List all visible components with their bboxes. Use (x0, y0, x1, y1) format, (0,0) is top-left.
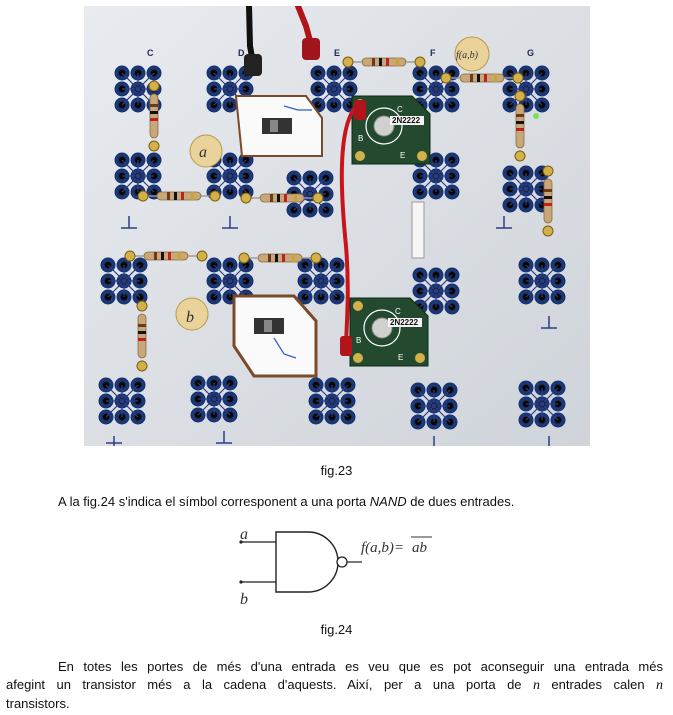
paragraph2-line2: afegint un transistor més a la cadena d'… (6, 676, 663, 695)
transistor-1-pin-e: E (400, 151, 405, 160)
paragraph2-line2-text: afegint un transistor més a la cadena d'… (6, 677, 533, 692)
nand-input-b-label: b (240, 591, 248, 608)
column-label-e: E (334, 48, 340, 58)
nand-inversion-bubble (336, 556, 348, 568)
column-label-c: C (147, 48, 154, 58)
figure-24-caption: fig.24 (320, 622, 353, 637)
column-label-d: D (238, 48, 245, 58)
paragraph2-var-n-second: n (656, 678, 663, 693)
breadboard-illustration: C D E F G (84, 6, 590, 446)
figure-23-caption: fig.23 (320, 463, 353, 478)
paragraph2-line3: transistors. (6, 696, 70, 711)
paragraph2-line1: En totes les portes de més d'una entrada… (58, 659, 663, 674)
breadboard-photo: C D E F G (84, 6, 590, 446)
transistor-1-label: 2N2222 (392, 116, 421, 125)
transistor-1-pin-c: C (397, 105, 403, 114)
paragraph1-nand-emphasis: NAND (369, 494, 407, 509)
nand-gate-body (275, 531, 339, 593)
column-label-f: F (430, 48, 436, 58)
paragraph1-after: de dues entrades. (406, 494, 515, 509)
nand-output-label: f(a,b)= (361, 540, 404, 556)
transistor-1-pin-b: B (358, 134, 363, 143)
transistor-2-pin-e: E (398, 353, 403, 362)
paragraph1-before: A la fig.24 s'indica el símbol correspon… (58, 494, 370, 509)
paragraph-nand-intro: A la fig.24 s'indica el símbol correspon… (58, 493, 514, 511)
transistor-2-pin-b: B (356, 336, 361, 345)
nand-output-expression: ab (412, 540, 428, 556)
paragraph-transistor-chain: En totes les portes de més d'una entrada… (6, 658, 663, 713)
transistor-2-pin-c: C (395, 307, 401, 316)
column-label-g: G (527, 48, 534, 58)
nand-gate-symbol: a b f(a,b)= ab (239, 526, 432, 608)
disc-label-a: a (199, 144, 207, 161)
paragraph2-var-n-first: n (532, 678, 540, 693)
paragraph2-line2-text-b: entrades calen (539, 677, 656, 692)
transistor-2-label: 2N2222 (390, 318, 419, 327)
nand-input-a-label: a (240, 526, 248, 543)
disc-label-b: b (186, 309, 194, 326)
disc-label-fab: f(a,b) (456, 50, 479, 61)
